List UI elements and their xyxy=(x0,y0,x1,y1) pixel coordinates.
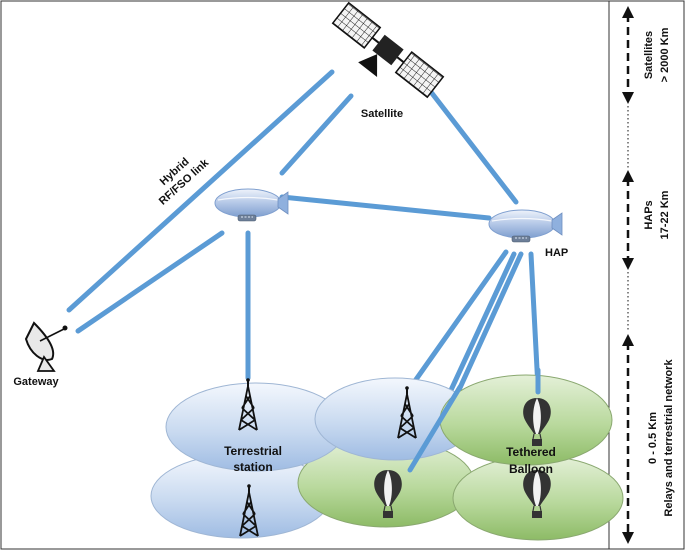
dish-antenna-icon xyxy=(24,321,68,372)
satellite-label: Satellite xyxy=(361,108,403,120)
svg-text:0 - 0.5 Km: 0 - 0.5 Km xyxy=(647,412,659,464)
link-satellite-airship xyxy=(279,93,354,176)
svg-text:HAPs: HAPs xyxy=(643,200,655,229)
link-hap-balloon-1-overlay xyxy=(407,384,463,473)
svg-text:17-22 Km: 17-22 Km xyxy=(659,190,671,239)
svg-text:Relays and terrestrial network: Relays and terrestrial network xyxy=(663,359,675,517)
airship-icon xyxy=(214,188,289,222)
cells xyxy=(150,374,624,541)
link-gateway-airship xyxy=(75,230,225,334)
svg-text:> 2000 Km: > 2000 Km xyxy=(659,27,671,82)
link-hap-tower xyxy=(407,249,509,391)
scale-haps-label: HAPs 17-22 Km xyxy=(643,190,671,239)
link-hap-balloon-2 xyxy=(528,251,541,391)
link-airship-hap xyxy=(279,194,492,221)
scale-satellites-label: Satellites > 2000 Km xyxy=(643,27,671,82)
scale-relays-label: Relays and terrestrial network 0 - 0.5 K… xyxy=(647,359,675,517)
altitude-scale xyxy=(622,6,634,544)
gateway-label: Gateway xyxy=(13,376,59,388)
tethered-balloon-label-line1: Tethered xyxy=(506,445,556,459)
airship-icon xyxy=(488,209,563,243)
terrestrial-station-label-line2: station xyxy=(233,460,272,474)
link-gateway-satellite xyxy=(66,69,335,313)
terrestrial-station-label-line1: Terrestrial xyxy=(224,444,282,458)
tethered-balloon-label-line2: Balloon xyxy=(509,462,553,476)
hap-label: HAP xyxy=(545,247,568,259)
link-satellite-hap xyxy=(428,89,519,205)
svg-text:Satellites: Satellites xyxy=(643,31,655,79)
satellite-icon xyxy=(331,1,445,99)
hybrid-link-label: Hybrid RF/FSO link xyxy=(157,156,212,208)
